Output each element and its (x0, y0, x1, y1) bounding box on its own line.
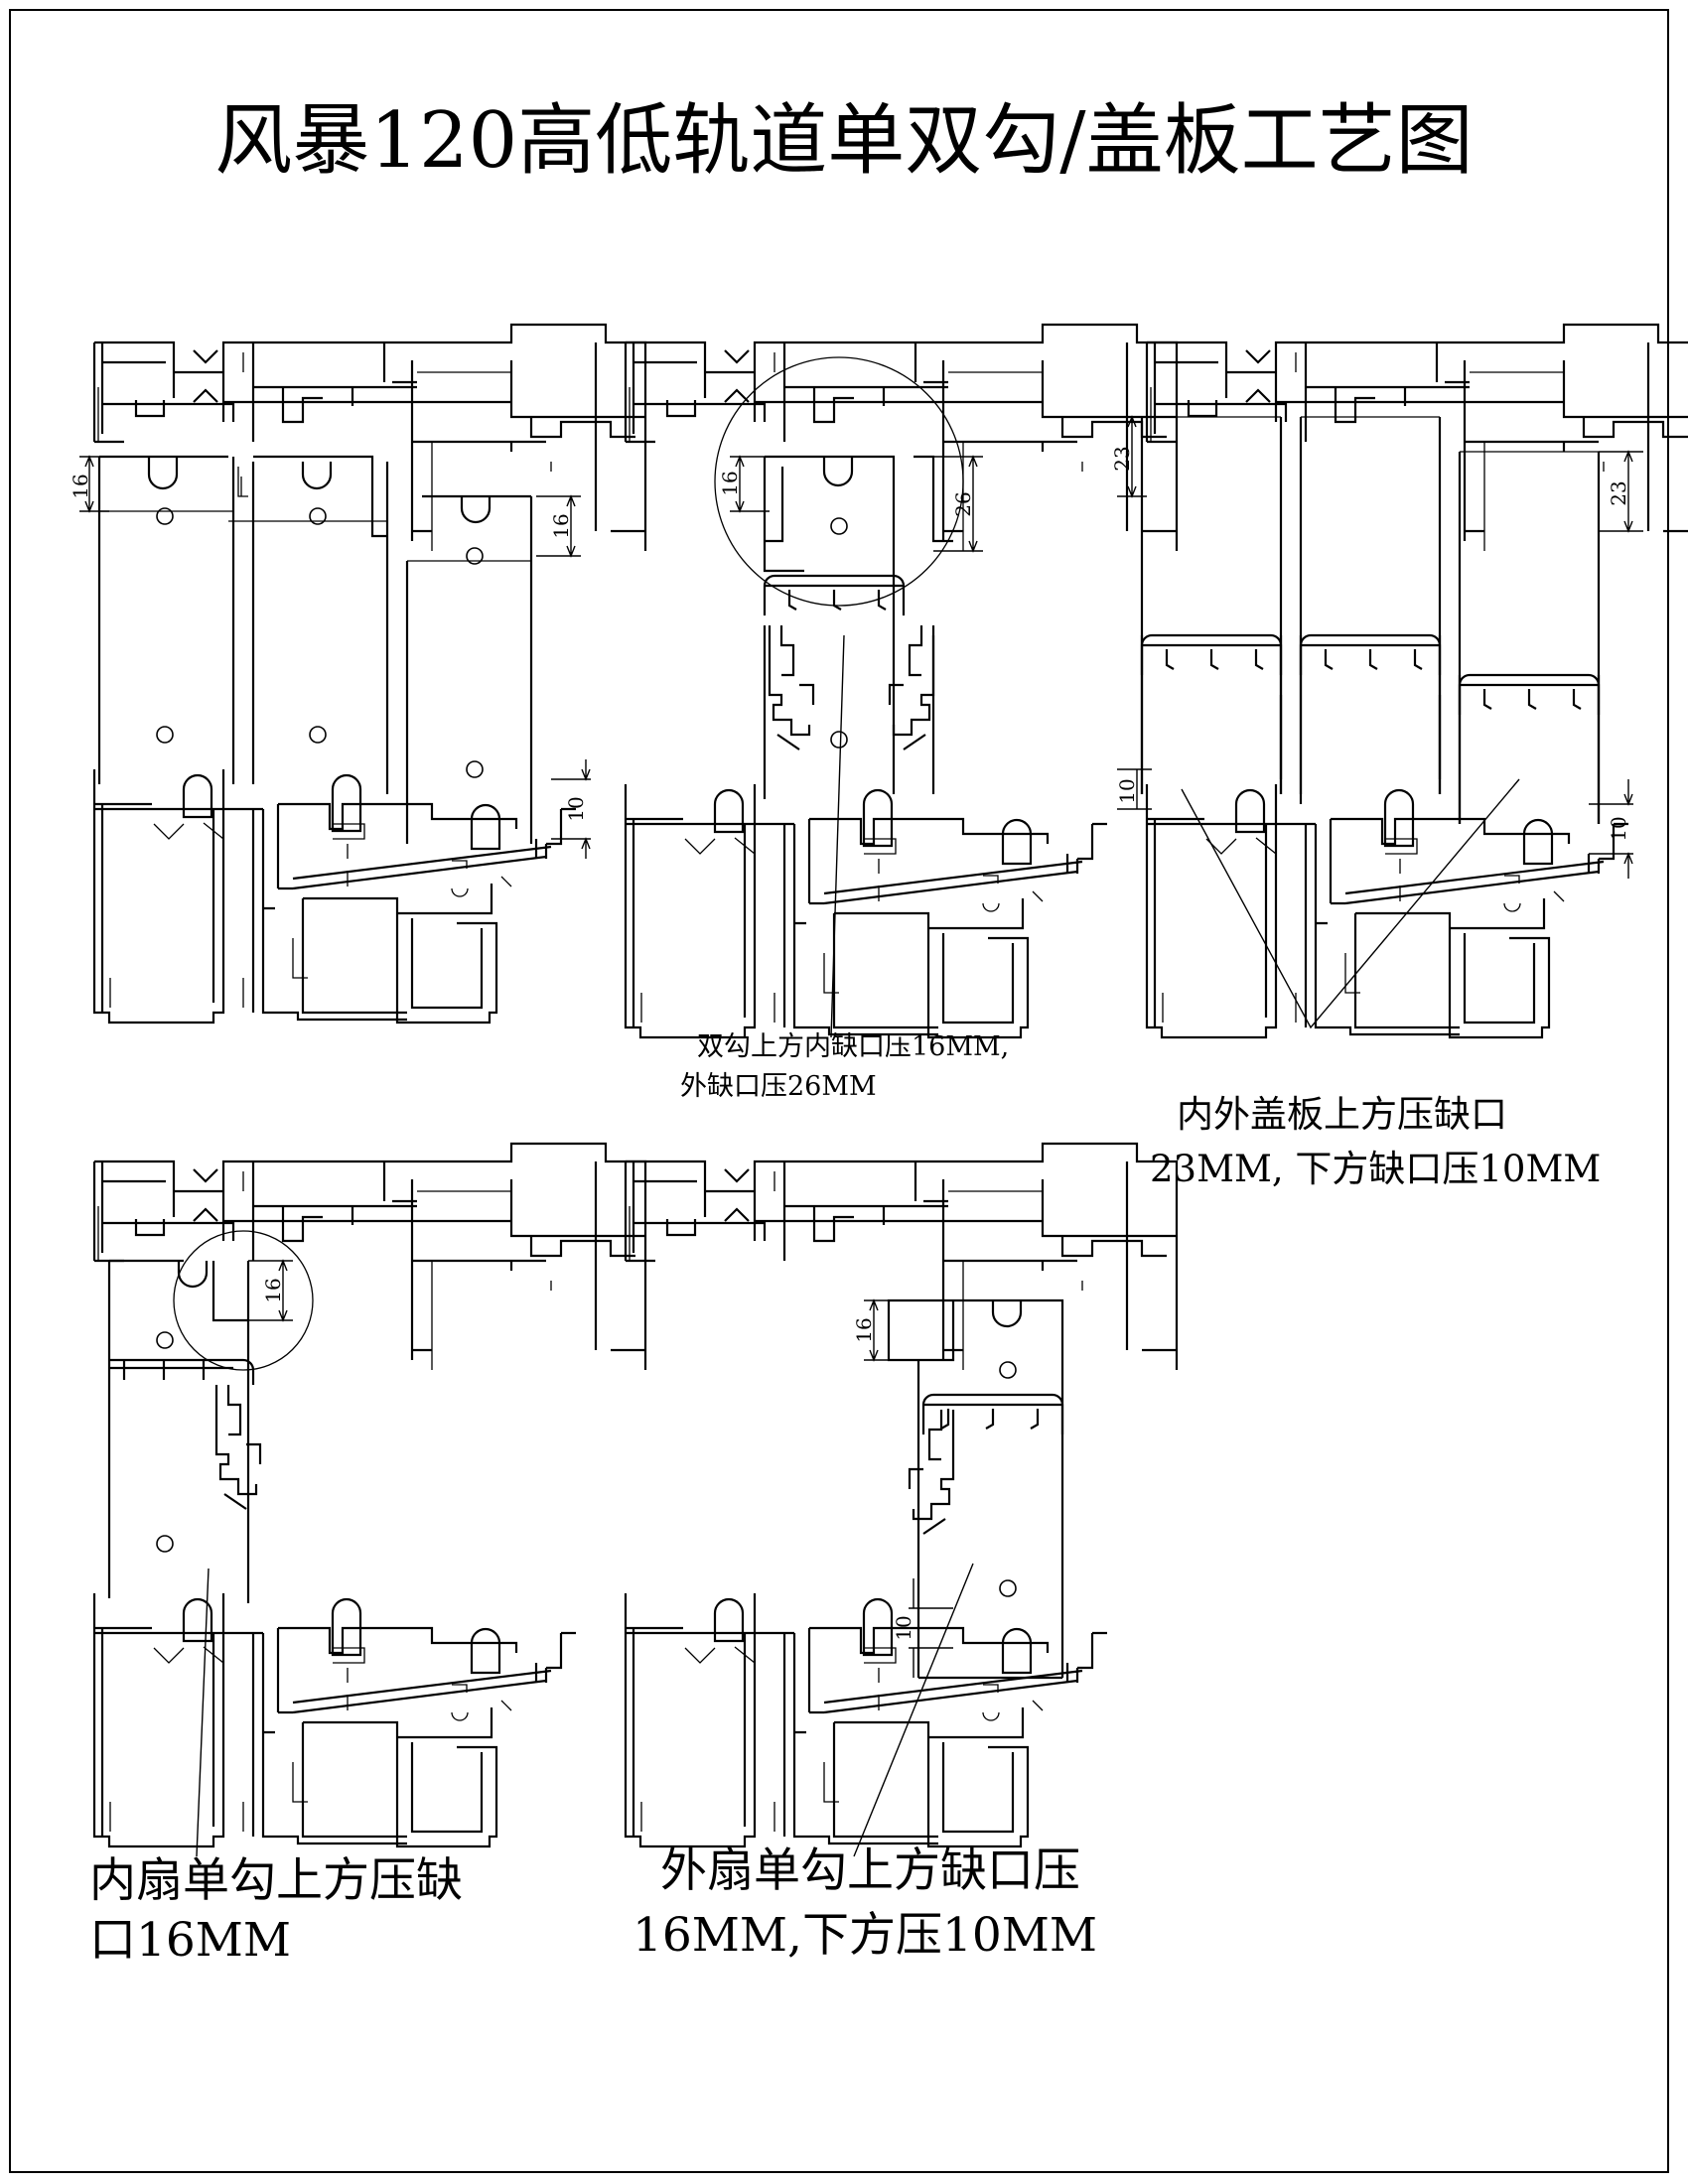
dim-d2-outer: 26 (951, 491, 975, 516)
diagram-4-inner-sash-single-hook: 16 内扇单勾上方压缺 口16MM (89, 1142, 647, 1968)
note-outer-single-hook-line1: 外扇单勾上方缺口压 (660, 1843, 1080, 1898)
note-cover-plate-line2: 23MM, 下方缺口压10MM (1150, 1148, 1601, 1190)
detail-circle (173, 1230, 314, 1371)
dim-d2-inner: 16 (718, 471, 742, 495)
dim-d3-left-top: 23 (1110, 446, 1134, 471)
note-inner-single-hook-line1: 内扇单勾上方压缺 (89, 1853, 463, 1908)
sheet-border (9, 9, 1669, 2173)
diagram-1-single-hook-both-sashes: 16 16 10 (69, 323, 647, 1024)
note-double-hook-line1: 双勾上方内缺口压16MM, (697, 1031, 1009, 1062)
note-outer-single-hook-line2: 16MM,下方压10MM (633, 1908, 1097, 1963)
detail-circle (714, 356, 964, 607)
diagram-3-cover-plate: 23 23 10 10 内外盖板上方压缺口 23MM, 下方缺口压10MM (1110, 323, 1688, 1190)
note-inner-single-hook-line2: 口16MM (89, 1913, 291, 1968)
dim-d3-right-bottom: 10 (1607, 816, 1630, 841)
dim-d3-right-top: 23 (1607, 480, 1630, 505)
dim-d1-bottom: 10 (564, 796, 588, 821)
note-cover-plate-line1: 内外盖板上方压缺口 (1177, 1093, 1507, 1136)
dim-d3-left-bottom: 10 (1115, 778, 1139, 803)
dim-d1-right: 16 (549, 513, 573, 538)
diagram-5-outer-sash-single-hook: 16 10 外扇单勾上方缺口压 16MM,下方压10MM (624, 1142, 1179, 1963)
dim-d1-left: 16 (69, 474, 92, 498)
note-double-hook-line2: 外缺口压26MM (680, 1071, 877, 1102)
drawing-title: 风暴120高低轨道单双勾/盖板工艺图 (214, 96, 1473, 186)
dim-d5-top: 16 (852, 1317, 876, 1342)
dim-d4-top: 16 (261, 1278, 285, 1302)
diagram-2-double-hook: 16 26 双勾上方内缺口压16MM, 外缺口压26MM (624, 323, 1179, 1102)
dim-d5-bottom: 10 (892, 1615, 915, 1640)
